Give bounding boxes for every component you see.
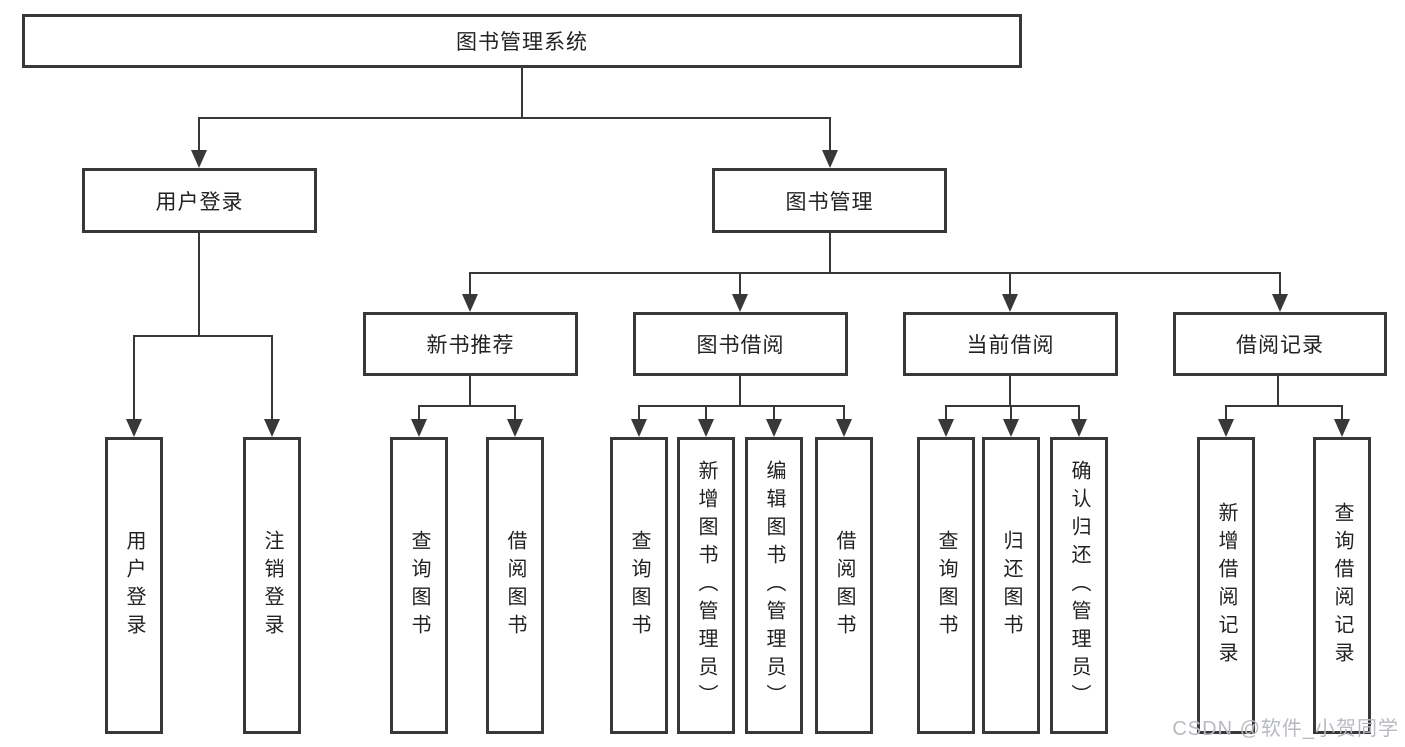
leaf-edit-book-admin: 编辑图书（管理员） (745, 437, 803, 734)
connector-borrow-records-stem (1277, 376, 1279, 407)
connector-to-leaf-query-books-2 (638, 405, 640, 421)
arrow-to-leaf-edit-book (766, 419, 782, 437)
connector-to-leaf-query-books-3 (945, 405, 947, 421)
leaf-label: 查询借阅记录 (1331, 501, 1353, 670)
leaf-label: 借阅图书 (504, 529, 526, 642)
connector-to-leaf-user-login (133, 335, 135, 421)
connector-to-current-borrow (1009, 272, 1011, 296)
connector-to-book-borrow (739, 272, 741, 296)
arrow-to-leaf-query-borrow-record (1334, 419, 1350, 437)
leaf-label: 查询图书 (935, 529, 957, 642)
leaf-label: 借阅图书 (833, 529, 855, 642)
arrow-to-leaf-confirm-return (1071, 419, 1087, 437)
connector-book-borrow-stem (739, 376, 741, 407)
connector-to-leaf-borrow-books-2 (843, 405, 845, 421)
arrow-to-leaf-logout (264, 419, 280, 437)
node-user-login: 用户登录 (82, 168, 317, 233)
connector-current-borrow-branch (945, 405, 1080, 407)
node-library-management-system: 图书管理系统 (22, 14, 1022, 68)
connector-to-leaf-edit-book (773, 405, 775, 421)
connector-to-leaf-logout (271, 335, 273, 421)
leaf-label: 注销登录 (261, 529, 283, 642)
leaf-confirm-return-admin: 确认归还（管理员） (1050, 437, 1108, 734)
connector-to-leaf-query-books-1 (418, 405, 420, 421)
arrow-to-leaf-query-books-2 (631, 419, 647, 437)
arrow-to-book-management (822, 150, 838, 168)
leaf-query-books-current: 查询图书 (917, 437, 975, 734)
arrow-to-leaf-borrow-books-2 (836, 419, 852, 437)
connector-to-book-management (829, 117, 831, 152)
connector-to-new-book-recommend (469, 272, 471, 296)
leaf-label: 确认归还（管理员） (1068, 459, 1090, 712)
connector-to-leaf-borrow-books-1 (514, 405, 516, 421)
connector-new-book-branch (418, 405, 516, 407)
connector-new-book-stem (469, 376, 471, 407)
connector-book-borrow-branch (638, 405, 845, 407)
leaf-query-books-borrow: 查询图书 (610, 437, 668, 734)
arrow-to-leaf-borrow-books-1 (507, 419, 523, 437)
leaf-borrow-books-recommend: 借阅图书 (486, 437, 544, 734)
connector-to-leaf-add-borrow-record (1225, 405, 1227, 421)
leaf-query-borrow-record: 查询借阅记录 (1313, 437, 1371, 734)
connector-to-borrow-records (1279, 272, 1281, 296)
leaf-label: 查询图书 (408, 529, 430, 642)
arrow-to-leaf-return-books (1003, 419, 1019, 437)
connector-to-leaf-query-borrow-record (1341, 405, 1343, 421)
arrow-to-leaf-user-login (126, 419, 142, 437)
node-new-book-recommend: 新书推荐 (363, 312, 578, 376)
leaf-label: 新增图书（管理员） (695, 459, 717, 712)
connector-to-leaf-confirm-return (1078, 405, 1080, 421)
leaf-add-book-admin: 新增图书（管理员） (677, 437, 735, 734)
arrow-to-leaf-query-books-1 (411, 419, 427, 437)
connector-to-user-login (198, 117, 200, 152)
leaf-query-books-recommend: 查询图书 (390, 437, 448, 734)
watermark: CSDN @软件_小贺同学 (1172, 718, 1399, 740)
connector-to-leaf-return-books (1010, 405, 1012, 421)
leaf-label: 归还图书 (1000, 529, 1022, 642)
leaf-label: 编辑图书（管理员） (763, 459, 785, 712)
leaf-logout: 注销登录 (243, 437, 301, 734)
arrow-to-new-book-recommend (462, 294, 478, 312)
leaf-borrow-books-borrow: 借阅图书 (815, 437, 873, 734)
arrow-to-borrow-records (1272, 294, 1288, 312)
leaf-return-books: 归还图书 (982, 437, 1040, 734)
arrow-to-leaf-add-borrow-record (1218, 419, 1234, 437)
connector-current-borrow-stem (1009, 376, 1011, 407)
connector-borrow-records-branch (1225, 405, 1343, 407)
connector-root-branch (198, 117, 831, 119)
connector-to-leaf-add-book (705, 405, 707, 421)
arrow-to-leaf-add-book (698, 419, 714, 437)
connector-book-management-stem (829, 233, 831, 274)
leaf-user-login: 用户登录 (105, 437, 163, 734)
arrow-to-user-login (191, 150, 207, 168)
leaf-label: 查询图书 (628, 529, 650, 642)
node-borrow-records: 借阅记录 (1173, 312, 1387, 376)
connector-user-login-branch (133, 335, 273, 337)
node-book-management: 图书管理 (712, 168, 947, 233)
leaf-label: 用户登录 (123, 529, 145, 642)
arrow-to-leaf-query-books-3 (938, 419, 954, 437)
connector-book-management-branch (469, 272, 1281, 274)
node-book-borrow: 图书借阅 (633, 312, 848, 376)
arrow-to-book-borrow (732, 294, 748, 312)
connector-root-stem (521, 68, 523, 118)
leaf-label: 新增借阅记录 (1215, 501, 1237, 670)
node-current-borrow: 当前借阅 (903, 312, 1118, 376)
leaf-add-borrow-record: 新增借阅记录 (1197, 437, 1255, 734)
arrow-to-current-borrow (1002, 294, 1018, 312)
connector-user-login-stem (198, 233, 200, 337)
